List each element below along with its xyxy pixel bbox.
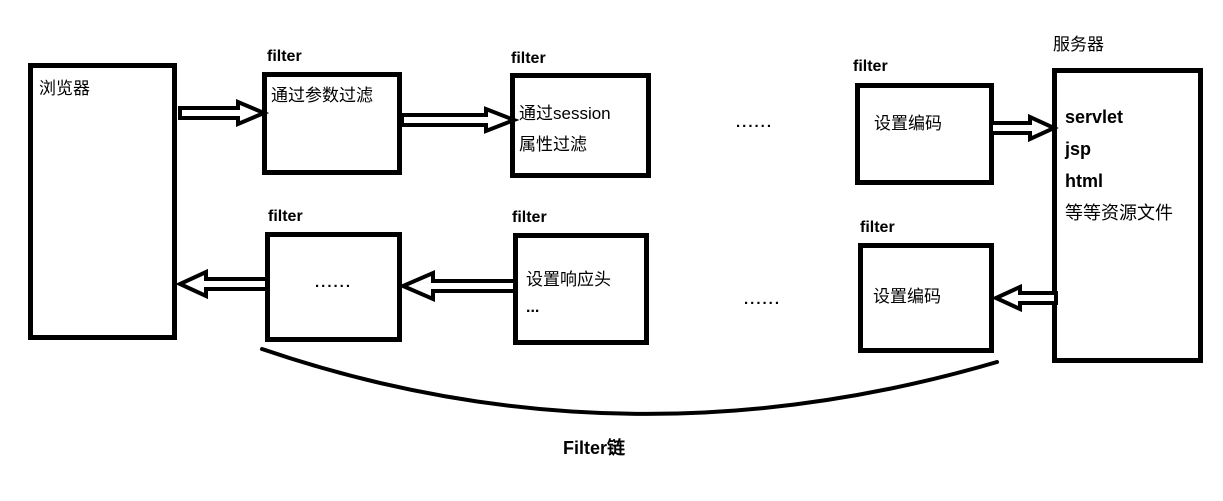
server-box: servlet jsp html 等等资源文件 xyxy=(1052,68,1203,363)
filter-tag-response-3: filter xyxy=(860,219,895,236)
filter-chain-curve xyxy=(260,347,999,416)
filter-box-response-1: ...... xyxy=(265,232,402,342)
browser-label: 浏览器 xyxy=(39,79,90,98)
arrow-dots-to-browser-icon xyxy=(175,268,269,300)
ellipsis-top: ...... xyxy=(736,114,774,131)
filter-box-request-3: 设置编码 xyxy=(855,83,994,185)
arrow-respheader-to-dots-icon xyxy=(397,269,517,303)
server-label: 服务器 xyxy=(1053,35,1104,54)
filter-tag-request-3: filter xyxy=(853,58,888,75)
filter-request-1-text: 通过参数过滤 xyxy=(271,86,373,105)
browser-box: 浏览器 xyxy=(28,63,177,340)
filter-tag-response-2: filter xyxy=(512,209,547,226)
filter-request-3-text: 设置编码 xyxy=(874,114,942,133)
filter-tag-request-2: filter xyxy=(511,50,546,67)
filter-box-response-2: 设置响应头 ... xyxy=(513,233,649,345)
filter-box-request-1: 通过参数过滤 xyxy=(262,72,402,175)
filter-chain-label: Filter链 xyxy=(563,438,626,458)
filter-request-2-text-line2: 属性过滤 xyxy=(519,135,587,154)
server-resource-jsp: jsp xyxy=(1065,139,1092,159)
server-resource-other: 等等资源文件 xyxy=(1065,203,1173,223)
arrow-encoding-to-server-icon xyxy=(989,113,1059,143)
filter-response-2-text-line2: ... xyxy=(526,299,540,316)
filter-response-3-text: 设置编码 xyxy=(873,287,941,306)
filter-response-2-text-line1: 设置响应头 xyxy=(526,270,611,289)
filter-box-response-3: 设置编码 xyxy=(858,243,994,353)
filter-request-2-text-line1: 通过session xyxy=(519,104,611,123)
filter-box-request-2: 通过session 属性过滤 xyxy=(510,73,651,178)
filter-tag-request-1: filter xyxy=(267,48,302,65)
arrow-filter1-to-filter2-icon xyxy=(400,106,520,134)
server-resource-html: html xyxy=(1065,171,1103,191)
filter-response-1-text: ...... xyxy=(314,274,352,291)
ellipsis-bottom: ...... xyxy=(744,291,782,308)
arrow-server-to-encoding-icon xyxy=(991,283,1058,313)
arrow-browser-to-filter1-icon xyxy=(178,98,270,128)
filter-tag-response-1: filter xyxy=(268,208,303,225)
server-resource-servlet: servlet xyxy=(1065,107,1124,127)
